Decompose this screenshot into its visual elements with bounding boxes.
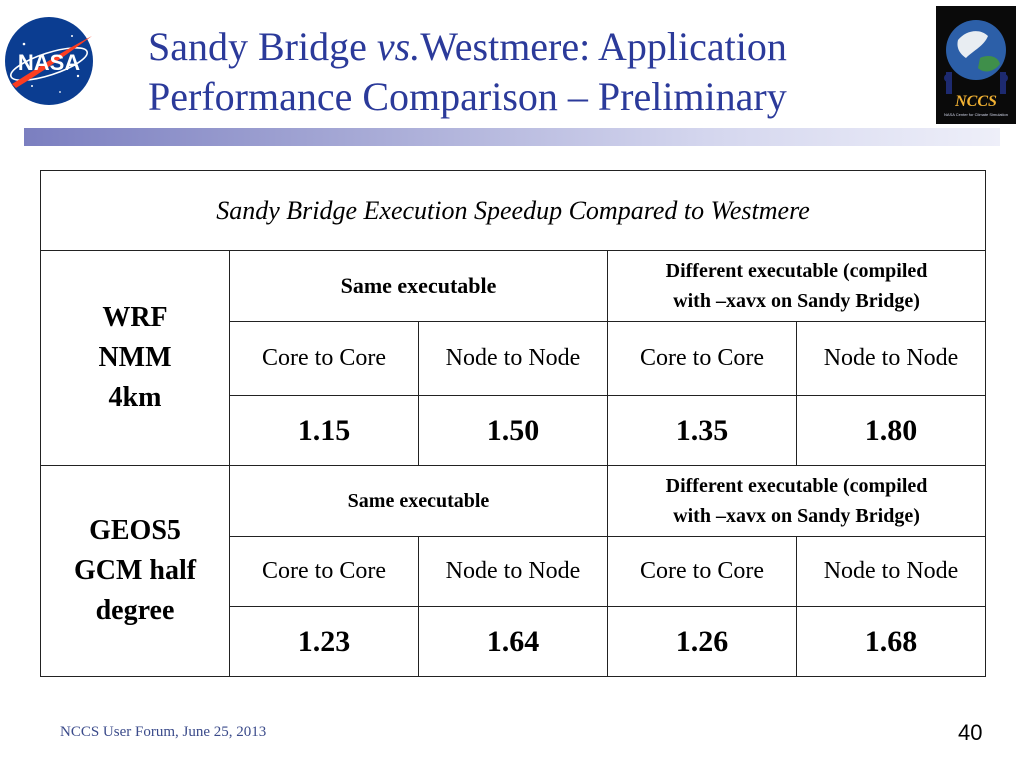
speedup-value: 1.50 [418, 395, 608, 466]
sub-header-cell: Core to Core [229, 321, 419, 396]
nasa-logo: NASA [2, 14, 96, 108]
speedup-value: 1.35 [607, 395, 797, 466]
table-row: 1.15 1.50 1.35 1.80 [41, 395, 987, 466]
group-header-different-executable: Different executable (compiled with –xav… [606, 465, 987, 537]
sub-header-cell: Node to Node [418, 536, 608, 607]
speedup-value: 1.68 [795, 606, 987, 677]
sub-header-cell: Node to Node [418, 321, 608, 396]
nccs-logo: NCCS NASA Center for Climate Simulation [936, 6, 1016, 124]
group-header-different-executable: Different executable (compiled with –xav… [606, 250, 987, 322]
table-caption: Sandy Bridge Execution Speedup Compared … [39, 170, 987, 251]
app-name-wrf: WRF NMM 4km [40, 250, 230, 466]
table-row: 1.23 1.64 1.26 1.68 [41, 606, 987, 677]
table-row: WRF NMM 4km Same executable Different ex… [40, 250, 987, 466]
sub-header-cell: Core to Core [607, 536, 797, 607]
nccs-logo-graphic: NCCS NASA Center for Climate Simulation [936, 6, 1016, 124]
speedup-value: 1.23 [229, 606, 419, 677]
speedup-value: 1.80 [795, 395, 987, 466]
page-number: 40 [958, 720, 983, 745]
slide-title-line-2: Performance Comparison – Preliminary [148, 74, 787, 119]
sub-header-cell: Core to Core [607, 321, 797, 396]
table-caption-row: Sandy Bridge Execution Speedup Compared … [39, 170, 987, 251]
speedup-value: 1.64 [418, 606, 608, 677]
speedup-table: Sandy Bridge Execution Speedup Compared … [39, 170, 987, 677]
slide-title: Sandy Bridge vs.Westmere: Application Pe… [148, 22, 928, 122]
sub-header-cell: Core to Core [229, 536, 419, 607]
app-name-geos5: GEOS5 GCM half degree [40, 465, 230, 677]
sub-header-cell: Node to Node [795, 536, 987, 607]
title-underline-bar [24, 128, 1000, 146]
slide-footer: NCCS User Forum, June 25, 2013 [60, 724, 267, 740]
nasa-logo-graphic: NASA [5, 17, 93, 105]
table-row: Core to Core Node to Node Core to Core N… [41, 321, 987, 396]
nccs-logo-text: NCCS [954, 93, 997, 110]
nccs-logo-subtext: NASA Center for Climate Simulation [944, 112, 1008, 117]
sub-header-cell: Node to Node [795, 321, 987, 396]
group-header-same-executable: Same executable [229, 465, 608, 537]
speedup-value: 1.26 [607, 606, 797, 677]
group-header-same-executable: Same executable [229, 250, 608, 322]
speedup-value: 1.15 [229, 395, 419, 466]
nasa-logo-text: NASA [18, 50, 80, 75]
slide-title-line-1: Sandy Bridge vs.Westmere: Application [148, 24, 787, 69]
table-row: GEOS5 GCM half degree Same executable Di… [40, 465, 987, 677]
title-vs: vs. [376, 24, 421, 69]
